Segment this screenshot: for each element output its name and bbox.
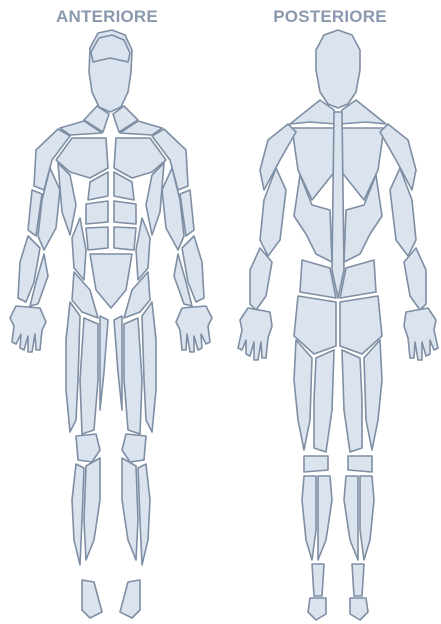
knee-back-left[interactable] — [304, 456, 328, 472]
achilles-right[interactable] — [352, 564, 364, 596]
glute-upper-left[interactable] — [300, 260, 336, 298]
calf-right-inner[interactable] — [344, 476, 358, 560]
hamstring-inner-left[interactable] — [314, 350, 334, 452]
heel-right[interactable] — [350, 598, 368, 620]
calf-left-inner[interactable] — [318, 476, 332, 560]
forearm-back-right[interactable] — [404, 248, 426, 310]
calf-front-left[interactable] — [84, 458, 100, 560]
abs-mid-right[interactable] — [114, 201, 136, 224]
front-body-diagram — [0, 0, 221, 624]
head-back[interactable] — [316, 30, 360, 108]
oblique-left[interactable] — [72, 218, 86, 280]
abs-low-right[interactable] — [114, 227, 136, 250]
back-body-diagram — [220, 0, 441, 624]
hamstring-inner-right[interactable] — [342, 350, 362, 452]
adductor-left[interactable] — [100, 316, 108, 410]
knee-right[interactable] — [122, 434, 146, 462]
knee-back-right[interactable] — [348, 456, 372, 472]
quad-mid-right[interactable] — [124, 318, 142, 434]
calf-right[interactable] — [360, 476, 374, 560]
forearm-back-left[interactable] — [250, 248, 272, 310]
heel-left[interactable] — [308, 598, 326, 620]
foot-left[interactable] — [82, 580, 102, 618]
foot-right[interactable] — [120, 580, 140, 618]
knee-left[interactable] — [76, 434, 100, 462]
abs-lower[interactable] — [90, 254, 132, 308]
hamstring-outer-left[interactable] — [294, 340, 312, 450]
achilles-left[interactable] — [312, 564, 324, 596]
glute-upper-right[interactable] — [340, 260, 376, 298]
hand-right[interactable] — [176, 306, 212, 352]
hamstring-outer-right[interactable] — [364, 340, 382, 450]
oblique-right[interactable] — [136, 218, 150, 280]
quad-outer-left[interactable] — [66, 302, 80, 432]
calf-front-right[interactable] — [122, 458, 138, 560]
abs-mid-left[interactable] — [86, 201, 108, 224]
quad-outer-right[interactable] — [142, 302, 156, 432]
hand-back-left[interactable] — [238, 308, 272, 360]
hand-left[interactable] — [10, 306, 46, 352]
tibialis-left[interactable] — [72, 464, 84, 565]
quad-mid-left[interactable] — [80, 318, 98, 434]
calf-left[interactable] — [302, 476, 316, 560]
abs-low-left[interactable] — [86, 227, 108, 250]
adductor-right[interactable] — [114, 316, 122, 410]
hand-back-right[interactable] — [404, 308, 438, 360]
tibialis-right[interactable] — [138, 464, 150, 565]
spine-erector[interactable] — [332, 112, 344, 298]
